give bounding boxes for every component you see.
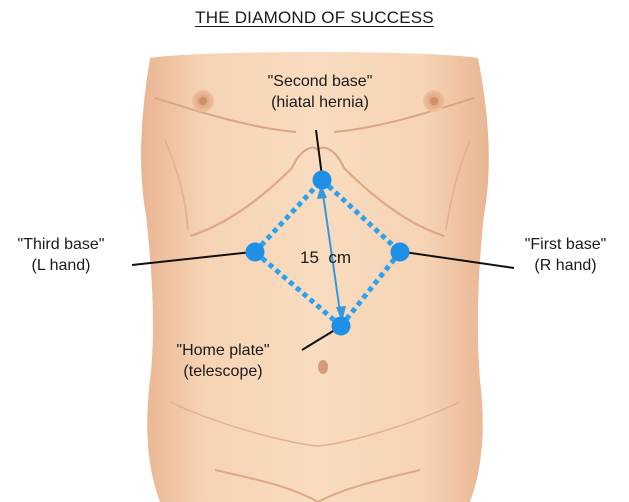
port-home-plate xyxy=(332,317,351,336)
label-first-base-name: "First base" xyxy=(502,234,629,255)
label-third-base: "Third base" (L hand) xyxy=(0,234,122,276)
distance-label: 15 cm xyxy=(300,248,351,268)
label-home-plate: "Home plate" (telescope) xyxy=(150,340,296,382)
navel xyxy=(318,360,328,374)
label-second-base-detail: (hiatal hernia) xyxy=(220,92,420,113)
torso xyxy=(141,52,489,502)
label-second-base: "Second base" (hiatal hernia) xyxy=(220,71,420,113)
label-third-base-name: "Third base" xyxy=(0,234,122,255)
label-home-plate-name: "Home plate" xyxy=(150,340,296,361)
label-second-base-name: "Second base" xyxy=(220,71,420,92)
label-home-plate-detail: (telescope) xyxy=(150,361,296,382)
port-first-base xyxy=(391,243,410,262)
label-third-base-detail: (L hand) xyxy=(0,255,122,276)
port-third-base xyxy=(246,243,265,262)
label-first-base-detail: (R hand) xyxy=(502,255,629,276)
port-second-base xyxy=(313,171,332,190)
label-first-base: "First base" (R hand) xyxy=(502,234,629,276)
